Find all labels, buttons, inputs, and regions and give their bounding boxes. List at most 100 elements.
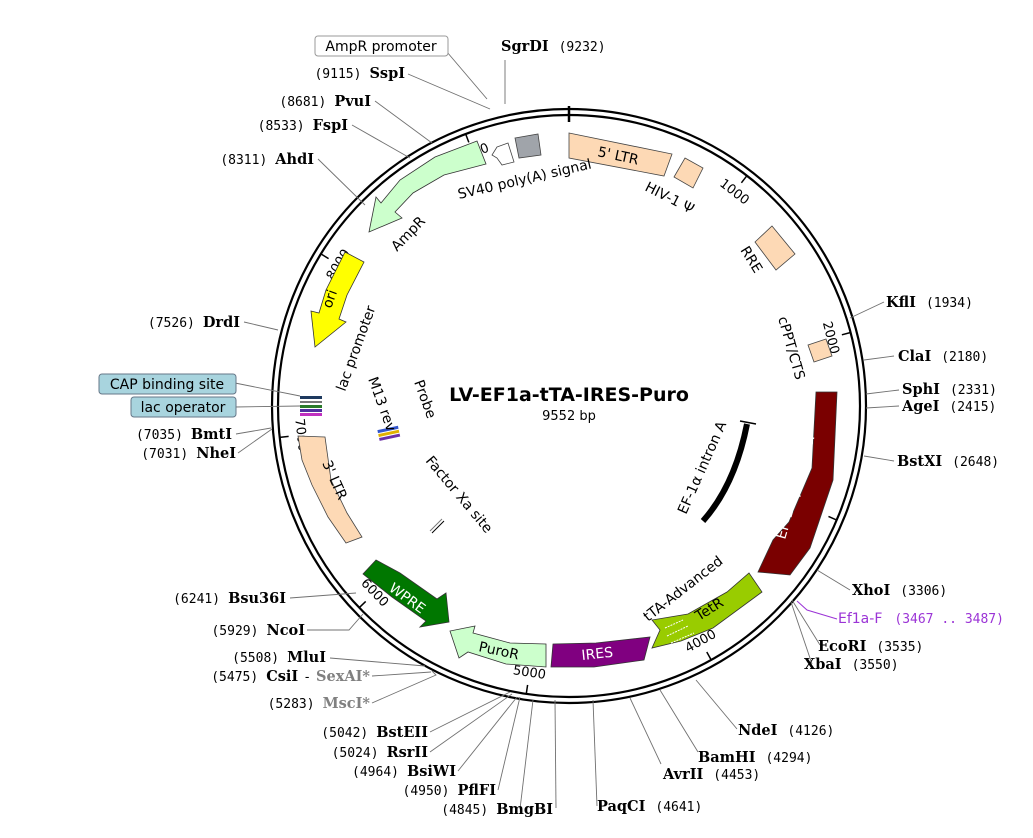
- site-pvui-pos: (8681): [279, 95, 326, 110]
- site-nhei[interactable]: (7031)NheI: [141, 445, 236, 462]
- site-avrii-pos: (4453): [713, 768, 760, 783]
- site-ecori-pos: (3535): [876, 640, 923, 655]
- site-sspi[interactable]: (9115)SspI: [314, 65, 405, 82]
- site-bsu36i-pos: (6241): [173, 592, 220, 607]
- site-bsiwi-name: BsiWI: [407, 763, 456, 780]
- site-xbai[interactable]: XbaI(3550): [804, 656, 899, 673]
- cap-binding-site-callout[interactable]: CAP binding site: [98, 373, 237, 395]
- svg-text:Ef1a-F(3467 .. 3487): Ef1a-F(3467 .. 3487): [838, 611, 1004, 627]
- svg-text:BamHI(4294): BamHI(4294): [698, 749, 812, 766]
- site-msci[interactable]: (5283)MscI*: [268, 695, 371, 712]
- ori-label: ori: [320, 288, 341, 311]
- ires-feature[interactable]: [550, 636, 651, 668]
- primer-ef1a-f[interactable]: Ef1a-F(3467 .. 3487): [838, 611, 1004, 627]
- scale-tick: [706, 651, 712, 661]
- site-bsu36i[interactable]: (6241)Bsu36I: [173, 590, 286, 607]
- site-drdi[interactable]: (7526)DrdI: [148, 314, 240, 331]
- site-bmti-name: BmtI: [191, 426, 232, 443]
- site-sexai-name: SexAI*: [316, 668, 370, 685]
- rre-feature[interactable]: [754, 225, 796, 271]
- site-clai-name: ClaI: [898, 348, 931, 365]
- site-sspi-pos: (9115): [314, 67, 361, 82]
- site-bsiwi-pos: (4964): [352, 765, 399, 780]
- scale-tick: [358, 600, 367, 609]
- probe-feature[interactable]: [377, 425, 401, 441]
- site-bsiwi[interactable]: (4964) BsiWI: [352, 763, 456, 780]
- svg-text:KflI(1934): KflI (1934): [886, 294, 973, 311]
- svg-text:(5475)CsiI-SexAI*: (5475)CsiI-SexAI*: [211, 668, 370, 685]
- site-drdi-pos: (7526): [148, 316, 195, 331]
- ampr-feature[interactable]: [368, 140, 487, 233]
- site-bamhi-pos: (4294): [765, 751, 812, 766]
- site-ahdi[interactable]: (8311)AhdI: [220, 151, 314, 168]
- svg-text:XbaI(3550): XbaI(3550): [804, 656, 899, 673]
- ires-label: IRES: [581, 645, 614, 664]
- site-pflfi[interactable]: (4950)PflFI: [403, 782, 497, 799]
- tetr-feature[interactable]: [651, 572, 763, 649]
- svg-text:(5929)NcoI: (5929)NcoI: [211, 622, 305, 639]
- wpre-feature[interactable]: [362, 559, 450, 628]
- site-bstxi[interactable]: BstXI(2648): [897, 453, 999, 470]
- cap-binding-site-callout-label: CAP binding site: [110, 377, 224, 393]
- site-bmgbi[interactable]: (4845)BmgBI: [441, 801, 553, 818]
- site-rsrii-name: RsrII: [387, 744, 429, 761]
- ef1a-promoter-feature[interactable]: [757, 391, 838, 576]
- factor-xa-feature[interactable]: [431, 520, 445, 534]
- site-agei-name: AgeI: [901, 398, 940, 415]
- ltr3-feature[interactable]: [297, 435, 363, 544]
- site-clai[interactable]: ClaI(2180): [898, 348, 988, 365]
- lac-region-feature[interactable]: [300, 396, 322, 416]
- site-paqci[interactable]: PaqCI(4641): [597, 798, 702, 815]
- hiv-psi-feature[interactable]: [673, 157, 704, 189]
- site-pvui[interactable]: (8681) PvuI: [279, 93, 371, 110]
- ampr-promoter-callout-label: AmpR promoter: [325, 39, 436, 55]
- site-agei[interactable]: AgeI(2415): [901, 398, 996, 415]
- site-kfli-name: KflI: [886, 294, 916, 311]
- site-csii[interactable]: (5475)CsiI-SexAI*: [211, 668, 370, 685]
- site-ecori-name: EcoRI: [818, 638, 867, 655]
- backbone-inner-ring: [276, 113, 862, 699]
- site-fspi[interactable]: (8533)FspI: [258, 117, 349, 134]
- site-bsteii[interactable]: (5042) BstEII: [321, 724, 428, 741]
- site-bsteii-name: BstEII: [376, 724, 428, 741]
- svg-text:(5024)RsrII: (5024) RsrII: [332, 744, 429, 761]
- site-bmti-pos: (7035): [136, 428, 183, 443]
- map-size: 9552 bp: [542, 409, 596, 424]
- site-bamhi[interactable]: BamHI(4294): [698, 749, 812, 766]
- svg-text:(7035)BmtI: (7035) BmtI: [136, 426, 232, 443]
- cppt-feature[interactable]: [807, 338, 833, 363]
- site-bsteii-pos: (5042): [321, 726, 368, 741]
- sv40-polya-feature[interactable]: [514, 133, 542, 159]
- site-avrii[interactable]: AvrII(4453): [662, 766, 760, 783]
- ampr-promoter-callout[interactable]: AmpR promoter: [314, 35, 449, 57]
- puror-feature[interactable]: [449, 625, 547, 668]
- site-paqci-pos: (4641): [655, 800, 702, 815]
- ef1a-intron-feature[interactable]: [700, 423, 750, 523]
- site-mlui[interactable]: (5508)MluI: [232, 649, 326, 666]
- site-bmti[interactable]: (7035) BmtI: [136, 426, 232, 443]
- site-ecori[interactable]: EcoRI (3535): [818, 638, 923, 655]
- site-sgrdi-pos: (9232): [559, 40, 606, 55]
- ampr-promoter-feature[interactable]: [491, 142, 515, 166]
- site-bmgbi-name: BmgBI: [496, 801, 553, 818]
- site-rsrii-pos: (5024): [332, 746, 379, 761]
- ltr5-feature[interactable]: [568, 132, 673, 177]
- ori-feature[interactable]: [310, 251, 365, 348]
- site-sgrdi[interactable]: SgrDI(9232): [501, 38, 606, 55]
- site-kfli[interactable]: KflI (1934): [886, 294, 973, 311]
- scale-tick: [525, 684, 529, 694]
- site-csii-pos: (5475): [211, 670, 258, 685]
- site-pvui-name: PvuI: [334, 93, 371, 110]
- site-sphi[interactable]: SphI(2331): [902, 381, 997, 398]
- site-kfli-pos: (1934): [926, 296, 973, 311]
- site-rsrii[interactable]: (5024) RsrII: [332, 744, 429, 761]
- site-xhoi[interactable]: XhoI(3306): [852, 582, 947, 599]
- scale-tick: [740, 175, 748, 184]
- site-ndei[interactable]: NdeI(4126): [738, 722, 834, 739]
- lac-operator-callout[interactable]: lac operator: [130, 396, 237, 418]
- site-xhoi-name: XhoI: [852, 582, 890, 599]
- site-csii-name: CsiI: [266, 668, 298, 685]
- site-nhei-name: NheI: [196, 445, 236, 462]
- site-ncoi[interactable]: (5929)NcoI: [211, 622, 305, 639]
- scale-tick-label: 1000: [716, 176, 751, 208]
